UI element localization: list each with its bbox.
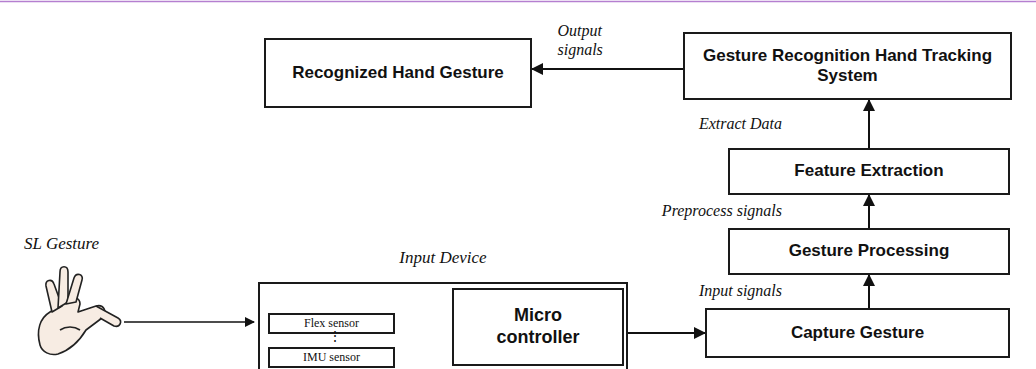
edge-label: Output signals xyxy=(556,22,630,59)
process-box: Feature Extraction xyxy=(728,148,1010,195)
box-label: Recognized Hand Gesture xyxy=(284,63,512,83)
edge-label: Preprocess signals xyxy=(660,202,784,220)
flow-arrow xyxy=(532,68,683,70)
hand-illustration xyxy=(38,267,120,355)
box-label: Flex sensor xyxy=(300,316,363,330)
top-rule xyxy=(0,1,1036,3)
ellipsis-mark: ⋮ xyxy=(326,330,344,344)
box-label: Gesture Processing xyxy=(781,241,958,261)
box-label: Capture Gesture xyxy=(783,323,932,343)
input-device-box: Input DeviceFlex sensorIMU sensorMicro c… xyxy=(258,282,628,369)
box-label: Gesture Recognition Hand Tracking System xyxy=(685,46,1010,87)
flow-arrow xyxy=(868,275,870,308)
sensor-box: IMU sensor xyxy=(268,347,395,368)
gesture-arrow xyxy=(124,321,254,323)
flow-arrow xyxy=(868,100,870,148)
box-label: Feature Extraction xyxy=(786,161,951,181)
process-box: Gesture Recognition Hand Tracking System xyxy=(683,32,1012,100)
box-label: IMU sensor xyxy=(299,350,364,364)
box-heading: Input Device xyxy=(260,248,626,268)
process-box: Capture Gesture xyxy=(705,308,1010,358)
output-box: Recognized Hand Gesture xyxy=(264,38,532,108)
input-caption: SL Gesture xyxy=(22,234,101,254)
flow-arrow xyxy=(868,195,870,228)
box-label: Micro controller xyxy=(473,305,604,348)
process-box: Gesture Processing xyxy=(728,228,1010,275)
edge-label: Input signals xyxy=(697,282,784,300)
edge-label: Extract Data xyxy=(697,115,784,133)
microcontroller-box: Micro controller xyxy=(452,288,624,366)
flow-arrow xyxy=(628,332,705,334)
